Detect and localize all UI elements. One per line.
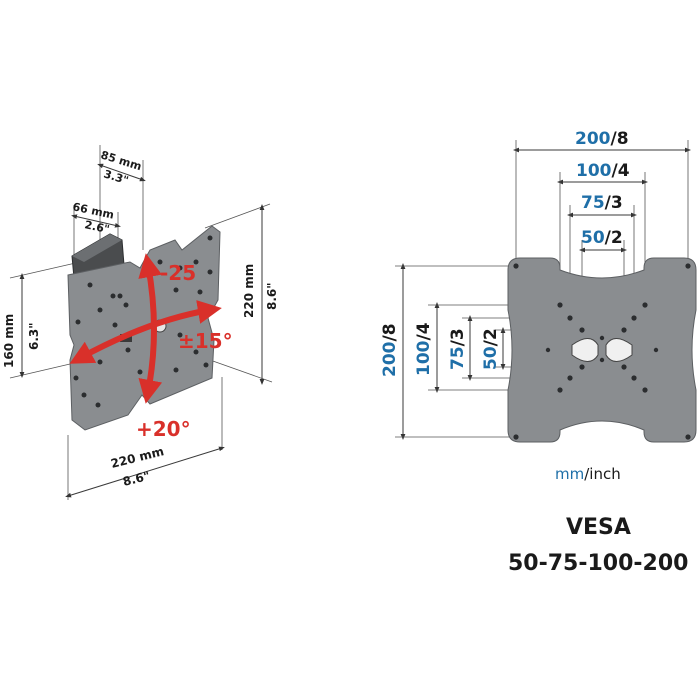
dim-75-horizontal: 75/3 bbox=[581, 193, 623, 213]
dim-200-horizontal: 200/8 bbox=[575, 129, 629, 149]
height-left-mm-label: 160 mm bbox=[2, 314, 16, 368]
dim-75-vertical: 75/3 bbox=[448, 328, 468, 370]
vesa-holes bbox=[513, 263, 691, 440]
dim-100-vertical: 100/4 bbox=[414, 322, 434, 376]
dim-100-horizontal: 100/4 bbox=[576, 161, 630, 181]
width-mm-label: 220 mm bbox=[109, 444, 165, 471]
tilt-down-label: +20° bbox=[136, 417, 191, 441]
swivel-label: ±15° bbox=[178, 329, 233, 353]
units-caption: mm/inch bbox=[555, 465, 621, 483]
wall-mount-figure: 85 mm 3.3" 66 mm 2.6" 220 mm 8.6" 160 mm… bbox=[2, 145, 279, 500]
depth-min-mm-label: 66 mm bbox=[71, 200, 115, 221]
vesa-title: VESA bbox=[566, 515, 631, 540]
height-in-label: 8.6" bbox=[265, 282, 279, 310]
dim-50-vertical: 50/2 bbox=[481, 328, 501, 370]
height-mm-label: 220 mm bbox=[242, 264, 256, 318]
vesa-sizes: 50-75-100-200 bbox=[508, 551, 688, 576]
vesa-plate-figure: 200/8 100/4 75/3 50/2 200/8 100/4 75/3 5… bbox=[380, 129, 697, 483]
depth-min-in-label: 2.6" bbox=[83, 218, 110, 236]
motion-arrows bbox=[69, 253, 222, 404]
height-left-in-label: 6.3" bbox=[27, 322, 41, 350]
width-in-label: 8.6" bbox=[121, 469, 151, 489]
depth-max-in-label: 3.3" bbox=[102, 167, 130, 187]
tilt-up-label: -25 bbox=[160, 261, 196, 285]
dim-50-horizontal: 50/2 bbox=[581, 228, 623, 248]
dim-200-vertical: 200/8 bbox=[380, 323, 400, 377]
